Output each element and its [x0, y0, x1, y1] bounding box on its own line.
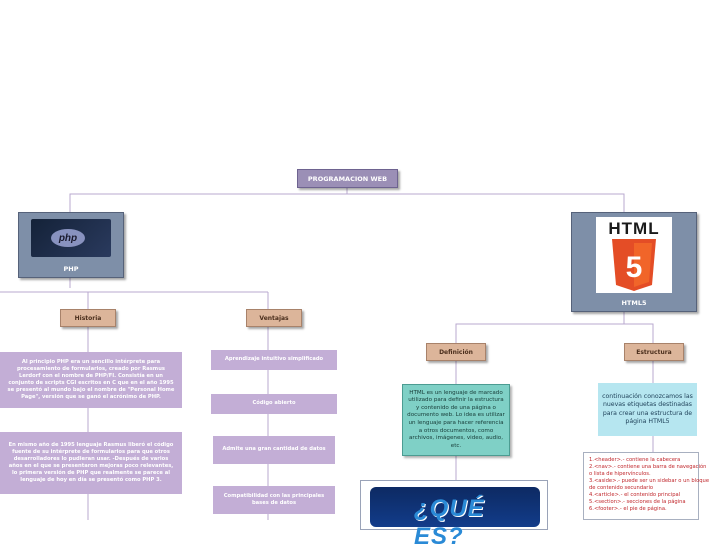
historia-item-1-text: Al principio PHP era un sencillo intérpr…	[7, 358, 175, 401]
estructura-label: Estructura	[636, 348, 672, 356]
definicion-text: HTML es un lenguaje de marcado utilizado…	[407, 389, 505, 449]
list-item: 2.<nav>.- contiene una barra de navegaci…	[589, 464, 707, 471]
ventajas-item-2-text: Código abierto	[252, 400, 296, 407]
ventajas-item-1-text: Aprendizaje intuitivo simplificado	[224, 356, 324, 363]
definicion-node[interactable]: Definición	[426, 343, 486, 361]
estructura-node[interactable]: Estructura	[624, 343, 684, 361]
php-caption: PHP	[63, 265, 79, 273]
historia-item-1[interactable]: Al principio PHP era un sencillo intérpr…	[0, 352, 182, 408]
ventajas-item-2[interactable]: Código abierto	[211, 394, 337, 414]
html5-node[interactable]: HTML 5 HTML5	[571, 212, 697, 312]
html5-logo-digit: 5	[626, 251, 643, 284]
php-image: php	[31, 219, 111, 257]
html5-caption: HTML5	[621, 299, 647, 307]
estructura-list[interactable]: 1.<header>.- contiene la cabecera 2.<nav…	[583, 452, 709, 520]
ventajas-item-3[interactable]: Admite una gran cantidad de datos	[213, 436, 335, 464]
ventajas-node[interactable]: Ventajas	[246, 309, 302, 327]
historia-item-2[interactable]: En mismo año de 1995 lenguaje Rasmus lib…	[0, 432, 182, 494]
estructura-text: continuación conozcamos las nuevas etiqu…	[602, 392, 693, 425]
historia-node[interactable]: Historia	[60, 309, 116, 327]
php-node[interactable]: php PHP	[18, 212, 124, 278]
ventajas-item-4[interactable]: Compatibilidad con las principales bases…	[213, 486, 335, 514]
list-item: 4.<article>.- el contenido principal	[589, 492, 681, 499]
html5-shield-icon: 5	[612, 239, 656, 291]
historia-label: Historia	[74, 314, 102, 322]
ventajas-item-1[interactable]: Aprendizaje intuitivo simplificado	[211, 350, 337, 370]
connector-html5-estructura	[624, 323, 654, 344]
historia-item-2-text: En mismo año de 1995 lenguaje Rasmus lib…	[8, 441, 174, 484]
php-logo-icon: php	[51, 229, 85, 247]
definicion-image-text: ¿QUÉ ES?	[414, 495, 485, 550]
list-item: 3.<aside>.- puede ser un sidebar o un bl…	[589, 478, 709, 485]
list-item: 1.<header>.- contiene la cabecera	[589, 457, 681, 463]
list-item: de contenido secundario	[589, 485, 654, 492]
definicion-image: ¿QUÉ ES?	[370, 487, 540, 550]
html5-logo-word: HTML	[608, 219, 660, 238]
root-label: PROGRAMACION WEB	[307, 174, 388, 183]
list-item: 5.<section>.- secciones de la página	[589, 499, 686, 506]
ventajas-label: Ventajas	[259, 314, 289, 322]
connector-root-php	[69, 188, 348, 214]
connector-html5-branches	[455, 312, 625, 344]
ventajas-item-4-text: Compatibilidad con las principales bases…	[223, 492, 325, 506]
list-item: o lista de hipervínculos.	[589, 471, 651, 478]
ventajas-item-3-text: Admite una gran cantidad de datos	[222, 446, 326, 453]
definicion-text-node[interactable]: HTML es un lenguaje de marcado utilizado…	[402, 384, 510, 456]
root-node[interactable]: PROGRAMACION WEB	[297, 169, 398, 188]
estructura-text-node[interactable]: continuación conozcamos las nuevas etiqu…	[598, 383, 697, 436]
html5-image: HTML 5	[596, 217, 672, 293]
list-item: 6.<footer>.- el pie de página.	[589, 506, 667, 513]
definicion-label: Definición	[439, 348, 473, 356]
connector-lines	[0, 188, 654, 520]
connector-root-html5	[347, 193, 625, 214]
